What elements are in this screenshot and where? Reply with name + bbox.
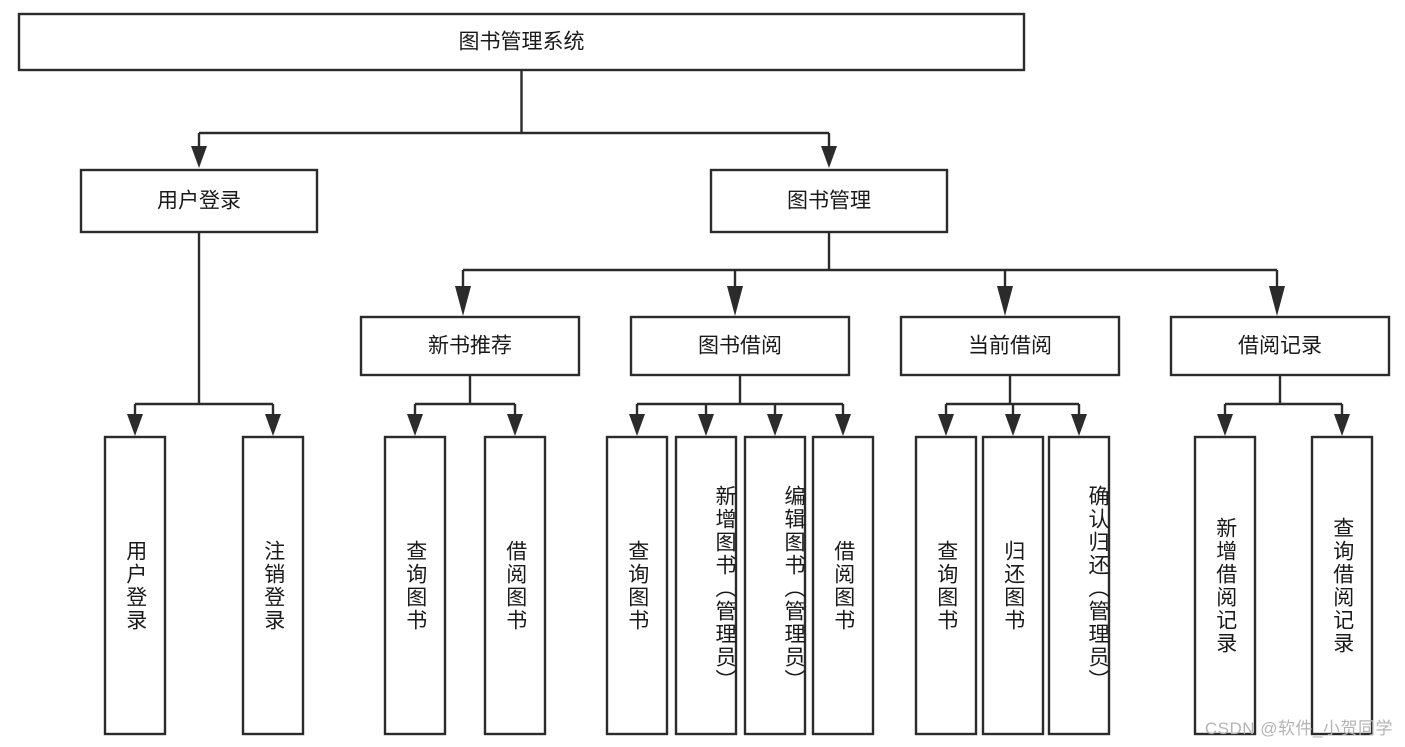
arrow-head-leaf-add-borrow-record bbox=[1217, 414, 1233, 436]
node-user-login-label: 用户登录 bbox=[157, 190, 241, 213]
arrow-head-leaf-borrow-book-recommend bbox=[507, 414, 523, 436]
node-root-label: 图书管理系统 bbox=[459, 31, 585, 54]
arrow-head-borrow-record bbox=[1269, 286, 1285, 316]
arrow-head-leaf-query-book-current bbox=[938, 414, 954, 436]
leaf-edit-book-box[interactable] bbox=[743, 435, 807, 736]
node-book-management-label: 图书管理 bbox=[787, 190, 871, 213]
arrow-head-book-management bbox=[821, 146, 837, 168]
arrow-head-leaf-query-borrow-record bbox=[1334, 414, 1350, 436]
node-book-borrow-label: 图书借阅 bbox=[698, 335, 782, 358]
connector-book-borrow-to-leaves bbox=[629, 375, 851, 436]
arrow-head-leaf-logout bbox=[265, 414, 281, 436]
leaf-user-login-box[interactable] bbox=[103, 435, 167, 736]
node-book-management-box[interactable] bbox=[709, 168, 949, 234]
arrow-head-leaf-query-book-recommend bbox=[407, 414, 423, 436]
arrow-head-leaf-user-login bbox=[127, 414, 143, 436]
arrow-head-leaf-add-book bbox=[698, 414, 714, 436]
connector-root-to-level2 bbox=[191, 70, 837, 168]
arrow-head-leaf-borrow-book bbox=[835, 414, 851, 436]
node-user-login-box[interactable] bbox=[79, 168, 319, 234]
connector-new-book-recommend-to-leaves bbox=[407, 375, 523, 436]
leaf-confirm-return-box[interactable] bbox=[1047, 435, 1111, 736]
leaf-borrow-book-recommend-box[interactable] bbox=[483, 435, 547, 736]
node-current-borrow-box[interactable] bbox=[899, 315, 1121, 377]
arrow-head-leaf-confirm-return bbox=[1071, 414, 1087, 436]
node-borrow-record-box[interactable] bbox=[1169, 315, 1391, 377]
connector-borrow-record-to-leaves bbox=[1217, 375, 1350, 436]
node-new-book-recommend-label: 新书推荐 bbox=[428, 335, 512, 358]
arrow-head-leaf-return-book bbox=[1005, 414, 1021, 436]
connector-current-borrow-to-leaves bbox=[938, 375, 1087, 436]
arrow-head-user-login bbox=[191, 146, 207, 168]
node-book-borrow-box[interactable] bbox=[629, 315, 851, 377]
leaf-logout-box[interactable] bbox=[241, 435, 305, 736]
arrow-head-leaf-query-book-borrow bbox=[629, 414, 645, 436]
node-new-book-recommend-box[interactable] bbox=[359, 315, 581, 377]
node-root-box[interactable] bbox=[17, 12, 1026, 72]
watermark-text: CSDN @软件_小贺同学 bbox=[1204, 719, 1393, 738]
arrow-head-current-borrow bbox=[997, 286, 1013, 316]
connector-book-management-to-level3 bbox=[455, 232, 1285, 316]
leaf-return-book-box[interactable] bbox=[981, 435, 1045, 736]
node-current-borrow-label: 当前借阅 bbox=[968, 335, 1052, 358]
leaf-query-borrow-record-box[interactable] bbox=[1310, 435, 1374, 736]
leaf-borrow-book-box[interactable] bbox=[811, 435, 875, 736]
leaf-query-book-current-box[interactable] bbox=[914, 435, 978, 736]
arrow-head-book-borrow bbox=[727, 286, 743, 316]
leaf-query-book-recommend-box[interactable] bbox=[383, 435, 447, 736]
node-borrow-record-label: 借阅记录 bbox=[1238, 335, 1322, 358]
leaf-add-book-box[interactable] bbox=[674, 435, 738, 736]
connector-user-login-to-leaves bbox=[127, 232, 281, 436]
arrow-head-leaf-edit-book bbox=[767, 414, 783, 436]
arrow-head-new-book-recommend bbox=[455, 286, 471, 316]
leaf-add-borrow-record-box[interactable] bbox=[1193, 435, 1257, 736]
leaf-query-book-borrow-box[interactable] bbox=[605, 435, 669, 736]
